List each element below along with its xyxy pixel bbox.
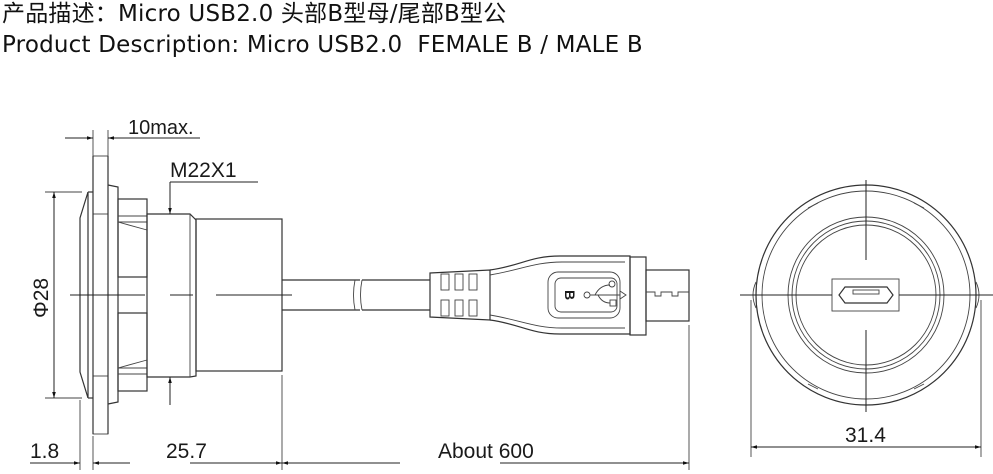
end-view-connector bbox=[740, 180, 993, 412]
dim-10max: 10max. bbox=[128, 117, 194, 139]
side-view-connector bbox=[70, 155, 360, 435]
usb-trident-icon bbox=[583, 280, 627, 307]
dim-31-4: 31.4 bbox=[845, 424, 886, 447]
title-chinese: 产品描述：Micro USB2.0 头部B型母/尾部B型公 bbox=[2, 1, 507, 27]
dim-about-600: About 600 bbox=[438, 440, 534, 463]
dim-25-7: 25.7 bbox=[166, 440, 207, 463]
micro-usb-plug: B bbox=[429, 255, 690, 336]
dim-1-8: 1.8 bbox=[30, 440, 59, 463]
dimension-thread: M22X1 bbox=[168, 159, 258, 405]
title-english: Product Description: Micro USB2.0 FEMALE… bbox=[2, 32, 643, 58]
dimension-diameter: Φ28 bbox=[30, 191, 82, 399]
knurl-marks bbox=[807, 202, 925, 390]
dimension-end-view-width: 31.4 bbox=[750, 300, 982, 457]
micro-usb-receptacle-icon bbox=[831, 278, 900, 312]
dimension-panel-thickness: 10max. bbox=[65, 117, 200, 156]
cable-break bbox=[353, 279, 430, 311]
dim-thread: M22X1 bbox=[170, 159, 237, 182]
dim-diameter: Φ28 bbox=[30, 278, 53, 318]
plug-letter-b: B bbox=[562, 290, 578, 300]
dimension-bottom: 1.8 25.7 About 600 bbox=[30, 325, 690, 470]
